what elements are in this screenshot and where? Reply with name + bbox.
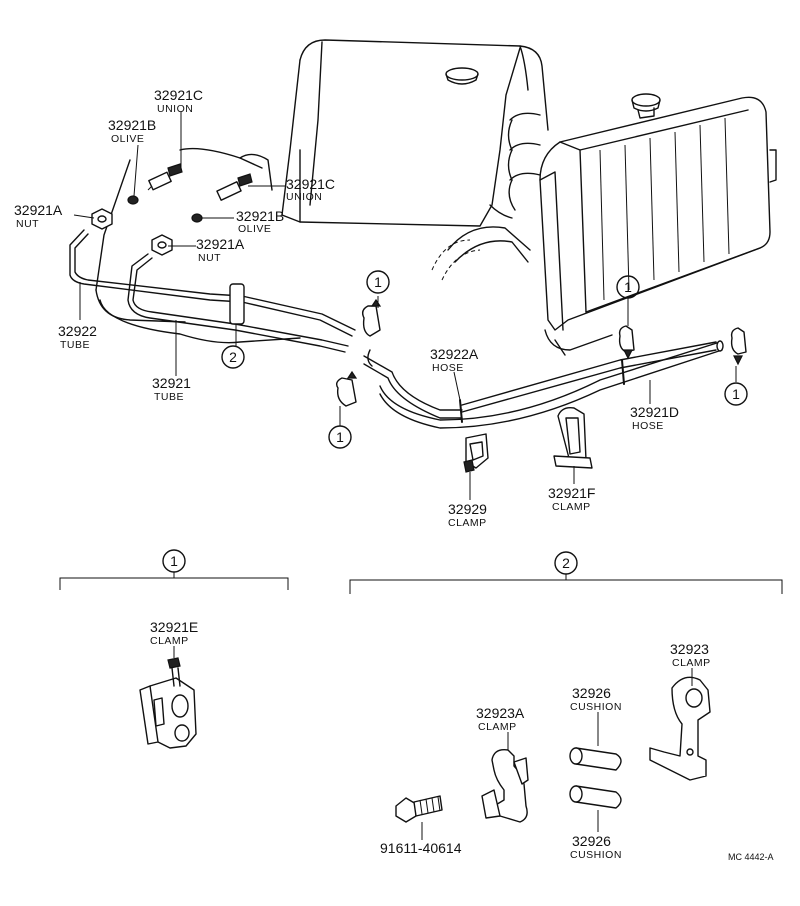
clamp-icon: [730, 327, 747, 366]
svg-text:OLIVE: OLIVE: [238, 223, 271, 235]
svg-text:NUT: NUT: [198, 252, 221, 264]
reference-markers: 1 2 1 1 1 1 2: [162, 270, 748, 575]
svg-text:1: 1: [374, 274, 382, 290]
small-clamps: [335, 298, 747, 407]
section-brackets: [59, 572, 783, 594]
label-hose-32921D: 32921D: [630, 404, 679, 420]
label-nut-a-right: 32921A: [196, 236, 245, 252]
ref-marker-1: 1: [328, 425, 352, 449]
label-tube-32922: 32922: [58, 323, 97, 339]
svg-text:HOSE: HOSE: [432, 362, 464, 374]
olive-left-icon: [127, 195, 139, 205]
clamp-icon: [335, 370, 358, 407]
ref-marker-2: 2: [554, 551, 578, 575]
label-cushion-bottom: 32926: [572, 833, 611, 849]
label-clamp-32929: 32929: [448, 501, 487, 517]
svg-text:2: 2: [229, 349, 237, 365]
drawing-code: MC 4442-A: [728, 852, 774, 862]
svg-text:2: 2: [562, 555, 570, 571]
clamp-32921E-icon: [139, 657, 197, 749]
olive-right-icon: [191, 213, 203, 223]
svg-text:1: 1: [624, 279, 632, 295]
label-clamp-32923: 32923: [670, 641, 709, 657]
cushion-bottom-icon: [569, 785, 622, 809]
label-cushion-top: 32926: [572, 685, 611, 701]
svg-text:OLIVE: OLIVE: [111, 133, 144, 145]
fittings: [91, 163, 253, 256]
label-bolt: 91611-40614: [380, 840, 462, 856]
clamp-32921F-icon: [553, 406, 593, 469]
hose-clamps: [463, 406, 593, 473]
engine-illustration: [95, 39, 549, 344]
svg-text:CLAMP: CLAMP: [478, 721, 517, 733]
tube-clamp-2-icon: [229, 283, 245, 325]
ref-marker-1: 1: [366, 270, 390, 294]
label-olive-b-left: 32921B: [108, 117, 156, 133]
label-union-c-top: 32921C: [154, 87, 203, 103]
detail-parts: [139, 657, 711, 823]
label-tube-32921: 32921: [152, 375, 191, 391]
leader-lines: [73, 112, 737, 840]
svg-text:1: 1: [732, 386, 740, 402]
svg-text:UNION: UNION: [157, 103, 193, 115]
ref-marker-1: 1: [162, 549, 186, 573]
bolt-icon: [395, 795, 443, 823]
svg-text:CLAMP: CLAMP: [672, 657, 711, 669]
svg-text:CLAMP: CLAMP: [150, 635, 189, 647]
svg-text:1: 1: [170, 553, 178, 569]
union-left-icon: [147, 163, 183, 191]
svg-text:NUT: NUT: [16, 218, 39, 230]
svg-text:TUBE: TUBE: [60, 339, 90, 351]
label-nut-a-left: 32921A: [14, 202, 63, 218]
clamp-32923A-icon: [481, 749, 529, 823]
svg-text:CLAMP: CLAMP: [552, 501, 591, 513]
label-hose-32922A: 32922A: [430, 346, 479, 362]
tubes-and-hoses: [69, 229, 724, 429]
label-clamp-32921F: 32921F: [548, 485, 595, 501]
svg-text:CLAMP: CLAMP: [448, 517, 487, 529]
svg-text:UNION: UNION: [286, 191, 322, 203]
clamp-32923-icon: [649, 676, 711, 781]
ref-marker-1: 1: [616, 275, 640, 299]
ref-marker-1: 1: [724, 382, 748, 406]
clamp-32929-icon: [463, 433, 489, 473]
part-labels: 32921C UNION 32921B OLIVE 32921A NUT 329…: [14, 87, 774, 862]
svg-text:CUSHION: CUSHION: [570, 701, 622, 713]
label-olive-b-right: 32921B: [236, 208, 284, 224]
label-clamp-32923A: 32923A: [476, 705, 525, 721]
label-union-c-right: 32921C: [286, 176, 335, 192]
nut-left-icon: [91, 208, 113, 230]
union-right-icon: [216, 173, 253, 201]
clamp-icon: [618, 325, 635, 360]
label-clamp-32921E: 32921E: [150, 619, 198, 635]
svg-text:CUSHION: CUSHION: [570, 849, 622, 861]
nut-right-icon: [151, 234, 173, 256]
clamp-icon: [361, 298, 382, 337]
radiator-illustration: [539, 93, 777, 356]
svg-text:HOSE: HOSE: [632, 420, 664, 432]
cushion-top-icon: [569, 747, 622, 771]
svg-text:1: 1: [336, 429, 344, 445]
ref-marker-2: 2: [221, 345, 245, 369]
svg-text:TUBE: TUBE: [154, 391, 184, 403]
